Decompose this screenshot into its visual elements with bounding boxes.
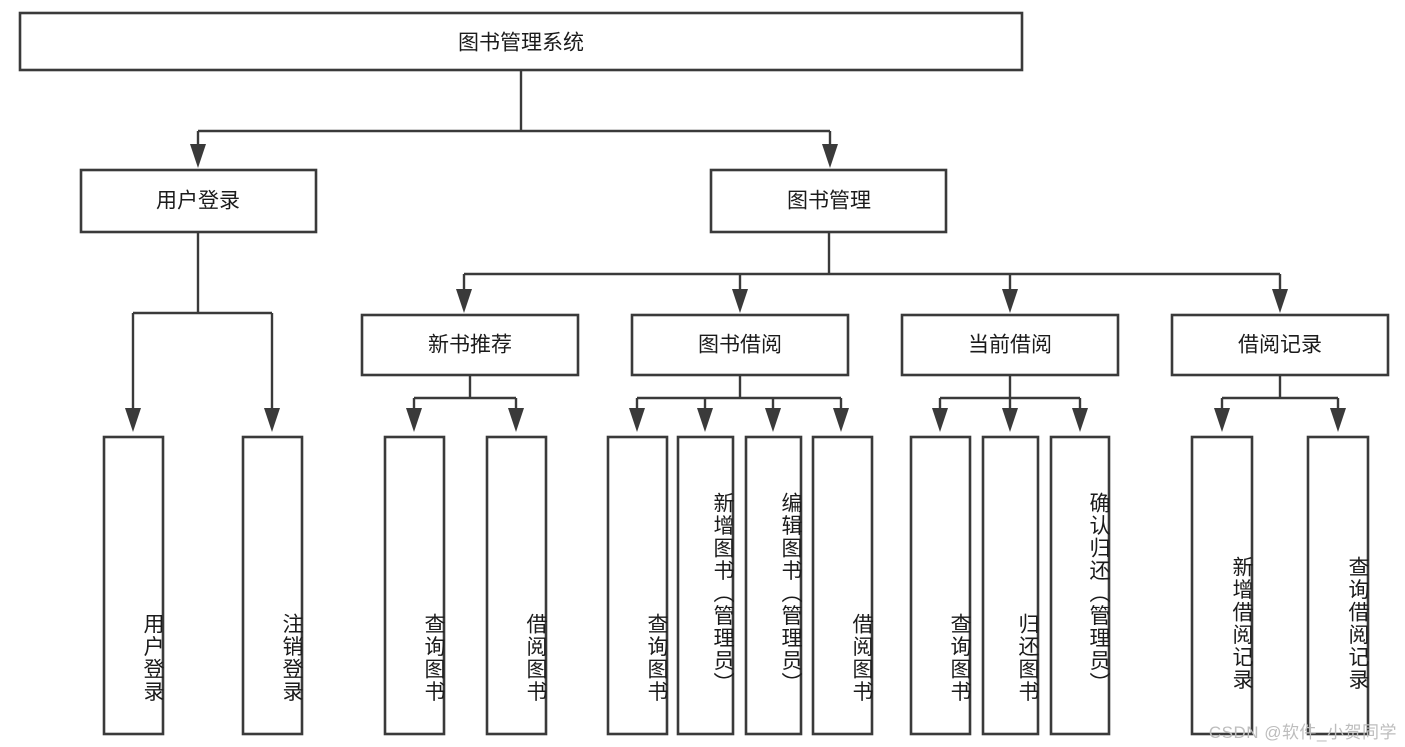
borrow-record-label: 借阅记录 xyxy=(1238,334,1322,357)
book-borrow-label: 图书借阅 xyxy=(698,334,782,357)
user-login-box[interactable] xyxy=(79,168,318,234)
node-current-borrow[interactable]: 当前借阅 xyxy=(900,313,1120,377)
leaf-box-borrow-book-2[interactable] xyxy=(811,435,874,736)
leaf-box-query-book-1[interactable] xyxy=(383,435,446,736)
arrow-head-icon xyxy=(629,408,645,432)
connector-root-to-level2 xyxy=(190,70,838,168)
connector-book-manage-to-level3 xyxy=(456,232,1288,313)
arrow-head-icon xyxy=(456,289,472,313)
arrow-head-icon xyxy=(932,408,948,432)
arrow-head-icon xyxy=(1002,289,1018,313)
arrow-head-icon xyxy=(1214,408,1230,432)
arrow-head-icon xyxy=(125,408,141,432)
leaf-box-add-book[interactable] xyxy=(676,435,735,736)
leaf-box-confirm-return[interactable] xyxy=(1049,435,1111,736)
connector-current-borrow-to-leaves xyxy=(932,375,1088,432)
root-box[interactable] xyxy=(18,11,1024,72)
new-book-recommend-label: 新书推荐 xyxy=(428,334,512,357)
current-borrow-box[interactable] xyxy=(900,313,1120,377)
leaf-box-borrow-book-1[interactable] xyxy=(485,435,548,736)
new-book-recommend-box[interactable] xyxy=(360,313,580,377)
arrow-head-icon xyxy=(732,289,748,313)
leaf-box-return-book[interactable] xyxy=(981,435,1040,736)
arrow-head-icon xyxy=(1330,408,1346,432)
arrow-head-icon xyxy=(1272,289,1288,313)
leaf-box-query-book-3[interactable] xyxy=(909,435,972,736)
node-book-manage[interactable]: 图书管理 xyxy=(709,168,948,234)
arrow-head-icon xyxy=(765,408,781,432)
leaf-box-edit-book[interactable] xyxy=(744,435,803,736)
connector-new-book-recommend-to-leaves xyxy=(406,375,524,432)
leaf-box-user-login[interactable] xyxy=(102,435,165,736)
arrow-head-icon xyxy=(264,408,280,432)
arrow-head-icon xyxy=(833,408,849,432)
arrow-head-icon xyxy=(1072,408,1088,432)
arrow-head-icon xyxy=(697,408,713,432)
node-user-login[interactable]: 用户登录 xyxy=(79,168,318,234)
book-manage-label: 图书管理 xyxy=(787,190,871,213)
node-book-borrow[interactable]: 图书借阅 xyxy=(630,313,850,377)
arrow-head-icon xyxy=(1002,408,1018,432)
arrow-head-icon xyxy=(822,144,838,168)
connector-book-borrow-to-leaves xyxy=(629,375,849,432)
leaf-box-query-book-2[interactable] xyxy=(606,435,669,736)
node-new-book-recommend[interactable]: 新书推荐 xyxy=(360,313,580,377)
arrow-head-icon xyxy=(508,408,524,432)
node-root[interactable]: 图书管理系统 xyxy=(18,11,1024,72)
node-borrow-record[interactable]: 借阅记录 xyxy=(1170,313,1390,377)
current-borrow-label: 当前借阅 xyxy=(968,334,1052,357)
root-label: 图书管理系统 xyxy=(458,32,584,55)
user-login-label: 用户登录 xyxy=(156,190,240,213)
leaf-box-add-record[interactable] xyxy=(1190,435,1254,736)
leaf-box-logout[interactable] xyxy=(241,435,304,736)
arrow-head-icon xyxy=(190,144,206,168)
connector-user-login-to-leaves xyxy=(125,232,280,432)
connector-borrow-record-to-leaves xyxy=(1214,375,1346,432)
csdn-watermark: CSDN @软件_小贺同学 xyxy=(1208,723,1397,742)
leaf-box-query-record[interactable] xyxy=(1306,435,1370,736)
arrow-head-icon xyxy=(406,408,422,432)
